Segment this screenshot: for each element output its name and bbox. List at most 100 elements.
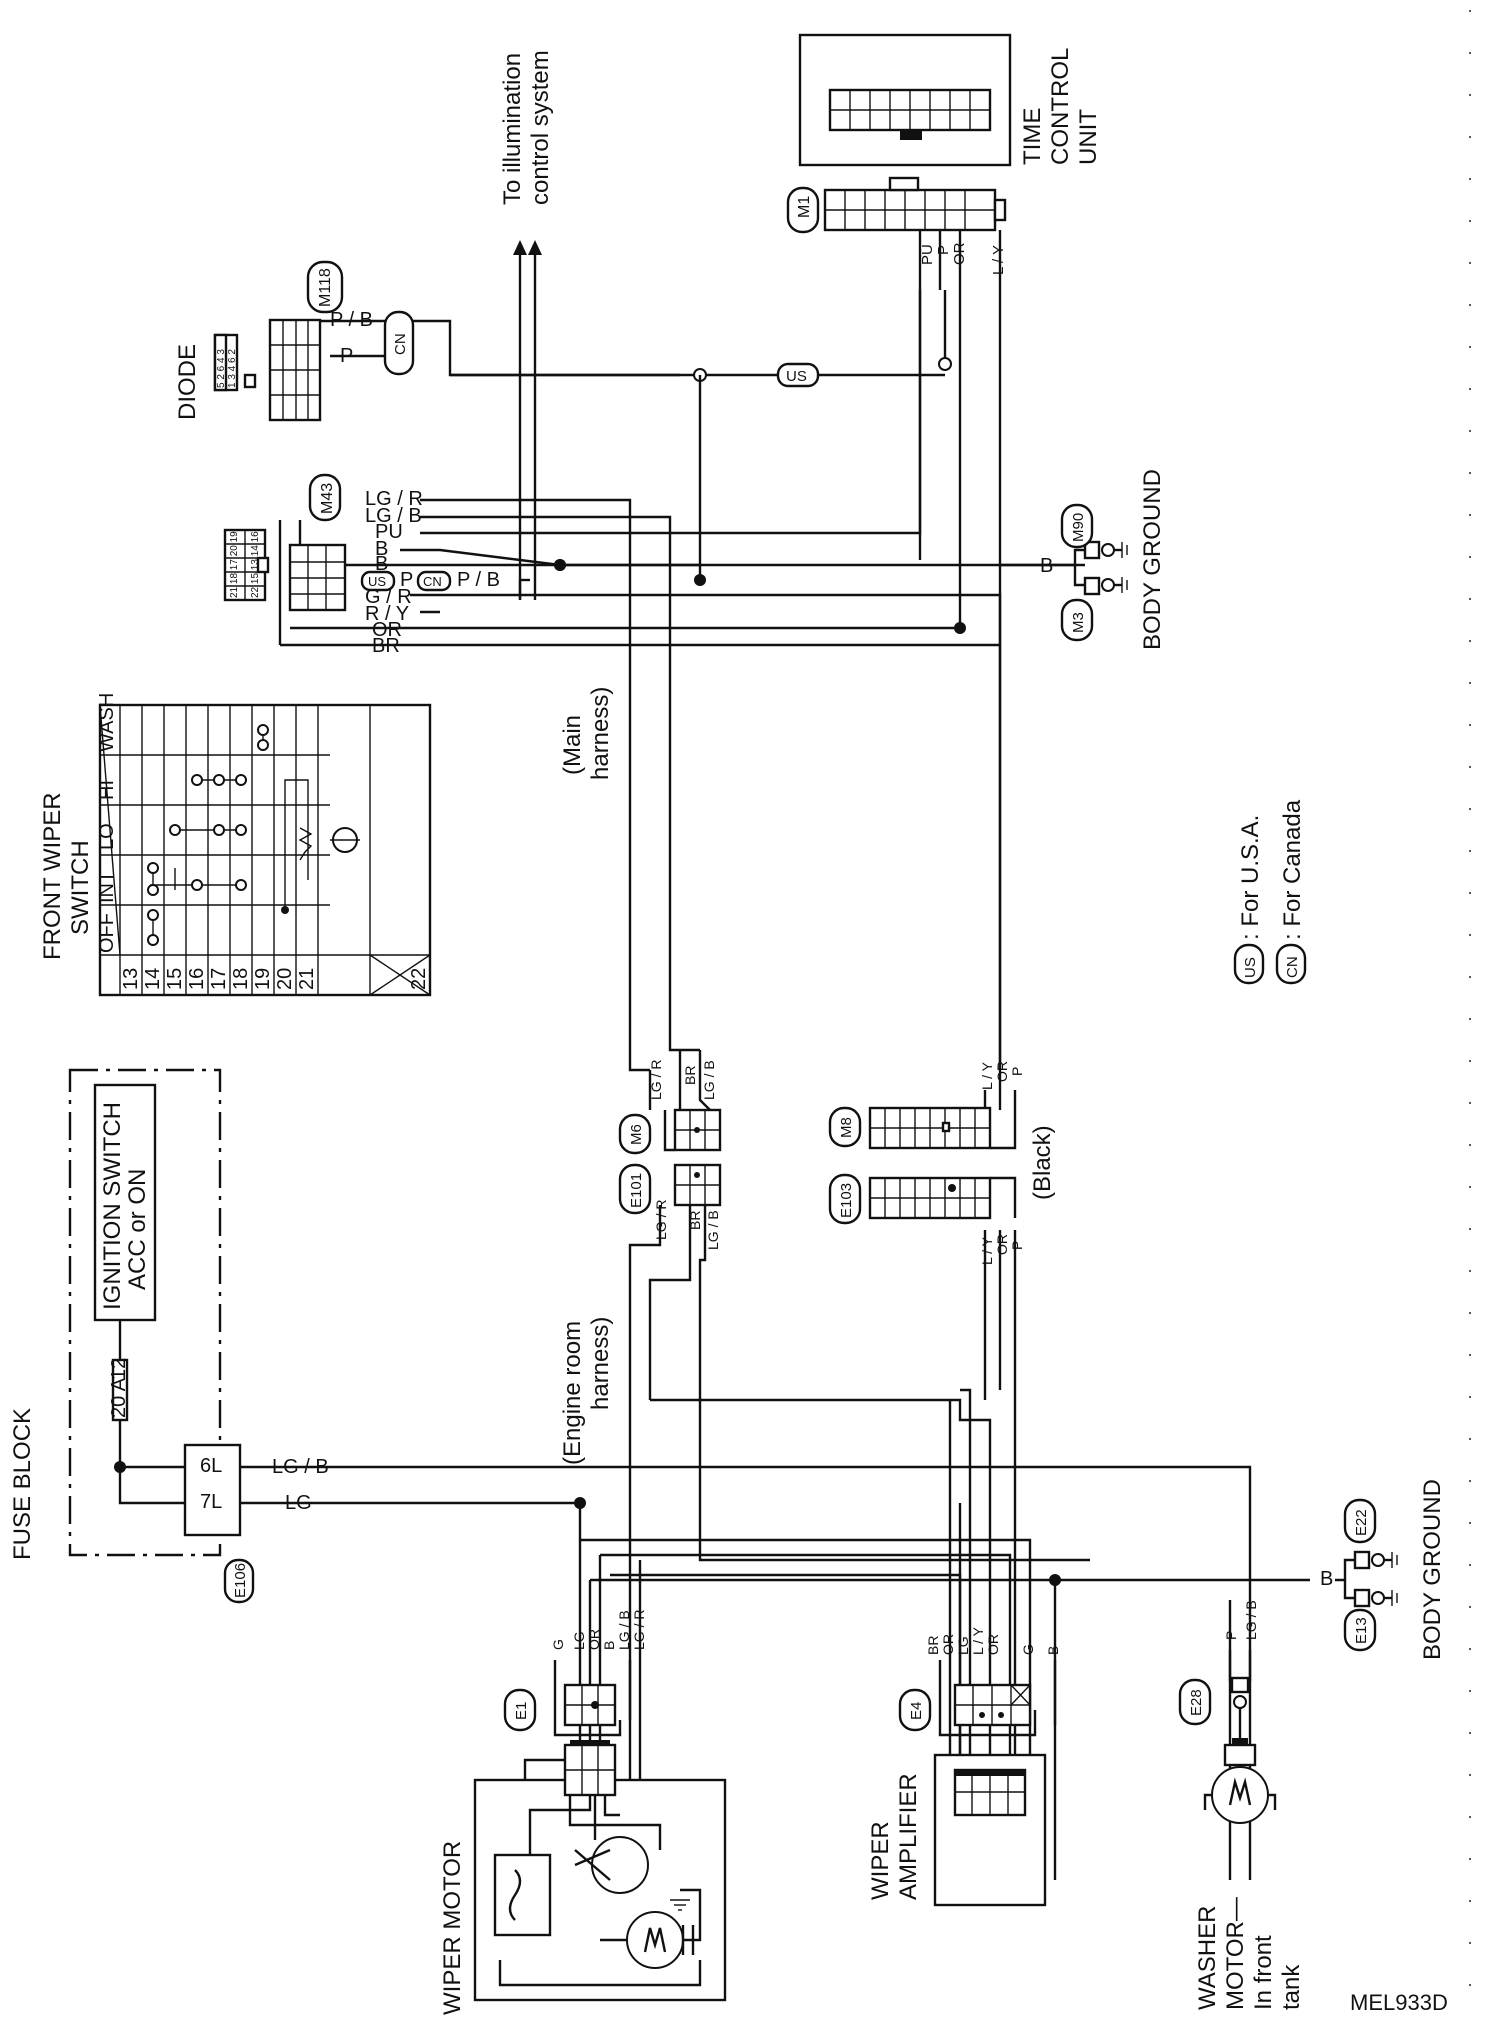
- fuse-block-title: FUSE BLOCK: [9, 1408, 36, 1560]
- front-wiper-switch: FRONT WIPER SWITCH OFF INT LO HI WASH 13…: [39, 693, 432, 997]
- switch-terminal-17: 17: [208, 968, 230, 990]
- e1-wire-lg: LG: [571, 1631, 587, 1650]
- diode-pins-row1: 5 2 6 4 3: [216, 349, 227, 388]
- fuse-block: FUSE BLOCK IGNITION SWITCH ACC or ON 20 …: [9, 1068, 329, 1604]
- black-label: (Black): [1029, 1125, 1056, 1200]
- wiring-lines: [114, 240, 1310, 1902]
- connector-e106: E106: [232, 1563, 249, 1598]
- fuse-terminal-6l: 6L: [200, 1455, 222, 1477]
- wiper-amplifier-1: WIPER: [867, 1821, 894, 1900]
- m8-wire-or: OR: [994, 1061, 1010, 1082]
- e103-wire-ly: L / Y: [979, 1236, 995, 1265]
- switch-terminal-21: 21: [296, 968, 318, 990]
- body-ground-bottom-label: BODY GROUND: [1419, 1479, 1446, 1660]
- diode: DIODE 5 2 6 4 3 1 3 4 6 2 M118 P / B P C…: [174, 260, 415, 422]
- m43-wire-or: OR: [372, 619, 402, 641]
- time-control-unit: TIME CONTROL UNIT M1 PU P OR L / Y: [786, 33, 1102, 290]
- figure-code: MEL933D: [1350, 1990, 1448, 2015]
- connector-e1-block: G LG OR B LG / B LG / R E1: [503, 1610, 647, 1737]
- switch-title-1: FRONT WIPER: [39, 792, 66, 960]
- m43-wire-pb: P / B: [457, 569, 500, 591]
- connector-m118: M118: [317, 268, 334, 307]
- e103-wire-p: P: [1009, 1241, 1025, 1250]
- switch-col-lo: LO: [96, 823, 118, 850]
- body-ground-bottom: B E22 E13 BODY GROUND: [1320, 1479, 1446, 1660]
- e4-wire-lg: LG: [955, 1636, 971, 1655]
- connector-e13: E13: [1353, 1617, 1370, 1644]
- switch-terminal-20: 20: [274, 968, 296, 990]
- legend-us-badge: US: [1242, 957, 1259, 978]
- switch-col-off: OFF: [96, 913, 118, 953]
- connector-e101: E101: [628, 1173, 645, 1208]
- ground-wire-b2: B: [1320, 1568, 1333, 1590]
- m43-pins-row1: 21 18 17 20 19: [229, 531, 240, 598]
- e28-wire-lgb: LG / B: [1243, 1600, 1259, 1640]
- connector-m8: M8: [838, 1117, 855, 1138]
- m1-wire-p: P: [935, 245, 952, 255]
- e1-wire-b: B: [601, 1641, 617, 1650]
- washer-4: tank: [1278, 1964, 1305, 2010]
- connector-m8-e103: L / Y OR P M8 E103 (Black) L / Y OR P: [828, 1061, 1056, 1265]
- e4-wire-br: BR: [925, 1636, 941, 1655]
- fuse-wire-lgb: LG / B: [272, 1456, 329, 1478]
- m43-cn-badge: CN: [423, 574, 442, 589]
- diode-wire-pb: P / B: [330, 309, 373, 331]
- wiper-motor: WIPER MOTOR: [439, 1740, 727, 2015]
- diode-title: DIODE: [174, 344, 201, 420]
- washer-2: MOTOR—: [1222, 1897, 1249, 2010]
- switch-terminal-15: 15: [164, 968, 186, 990]
- m43-wire-ry: R / Y: [365, 603, 409, 625]
- m43-pins-row2: 22 15 13 14 16: [250, 531, 261, 598]
- washer-3: In front: [1250, 1935, 1277, 2010]
- switch-table: [98, 703, 432, 997]
- fuse-terminal-7l: 7L: [200, 1491, 222, 1513]
- connector-e4: E4: [908, 1702, 925, 1720]
- engine-room-2: harness): [587, 1317, 614, 1410]
- switch-contacts: [147, 724, 360, 946]
- e101-wire-lgb: LG / B: [705, 1210, 721, 1250]
- e1-wire-g: G: [550, 1639, 566, 1650]
- connector-e22: E22: [1353, 1509, 1370, 1536]
- body-ground-top: B M90 M3 BODY GROUND: [1040, 469, 1166, 650]
- legend: US : For U.S.A. CN : For Canada: [1233, 799, 1307, 985]
- e1-wire-or: OR: [586, 1629, 602, 1650]
- e4-wire-or2: OR: [985, 1634, 1001, 1655]
- fuse-wire-lg: LG: [285, 1492, 312, 1514]
- wiper-amplifier-2: AMPLIFIER: [895, 1773, 922, 1900]
- m8-wire-ly: L / Y: [979, 1061, 995, 1090]
- m43-us-badge: US: [368, 574, 386, 589]
- connector-m6-e101: LG / R BR LG / B M6 E101 LG / R BR LG / …: [618, 1060, 722, 1250]
- ignition-switch-box: [93, 1083, 157, 1322]
- wiper-motor-title: WIPER MOTOR: [439, 1841, 466, 2015]
- ignition-label-1: IGNITION SWITCH: [99, 1102, 126, 1310]
- e1-wire-lgb: LG / B: [616, 1610, 632, 1650]
- connector-m6: M6: [628, 1124, 645, 1145]
- connector-e106-badge: [223, 1558, 255, 1604]
- m1-wire-pu: PU: [919, 244, 936, 265]
- e4-wire-ly: L / Y: [970, 1626, 986, 1655]
- m43-wire-b1: B: [375, 538, 388, 560]
- m43-wire-lgb: LG / B: [365, 505, 422, 527]
- m43-wire-br: BR: [372, 635, 400, 657]
- m6-wire-lgr: LG / R: [648, 1060, 664, 1100]
- switch-col-int: INT: [96, 871, 118, 903]
- connector-e28: E28: [1188, 1689, 1205, 1716]
- e103-wire-or: OR: [994, 1234, 1010, 1255]
- switch-col-wash: WASH: [96, 693, 118, 752]
- e4-wire-or1: OR: [940, 1634, 956, 1655]
- fuse-terminal-block: [183, 1443, 242, 1537]
- to-illumination-2: control system: [527, 50, 554, 205]
- switch-terminal-19: 19: [252, 968, 274, 990]
- m8-wire-p: P: [1009, 1067, 1025, 1076]
- m1-wire-ly: L / Y: [990, 245, 1007, 275]
- connector-m1: M1: [796, 196, 813, 218]
- e4-wire-g: G: [1020, 1644, 1036, 1655]
- legend-cn-badge: CN: [1284, 956, 1301, 978]
- switch-terminal-22: 22: [408, 968, 430, 990]
- main-harness-2: harness): [587, 687, 614, 780]
- legend-cn-text: : For Canada: [1279, 799, 1306, 940]
- fuse-rating: 20 A: [108, 1377, 130, 1418]
- fuse-block-outline: [68, 1068, 222, 1557]
- switch-terminal-16: 16: [186, 968, 208, 990]
